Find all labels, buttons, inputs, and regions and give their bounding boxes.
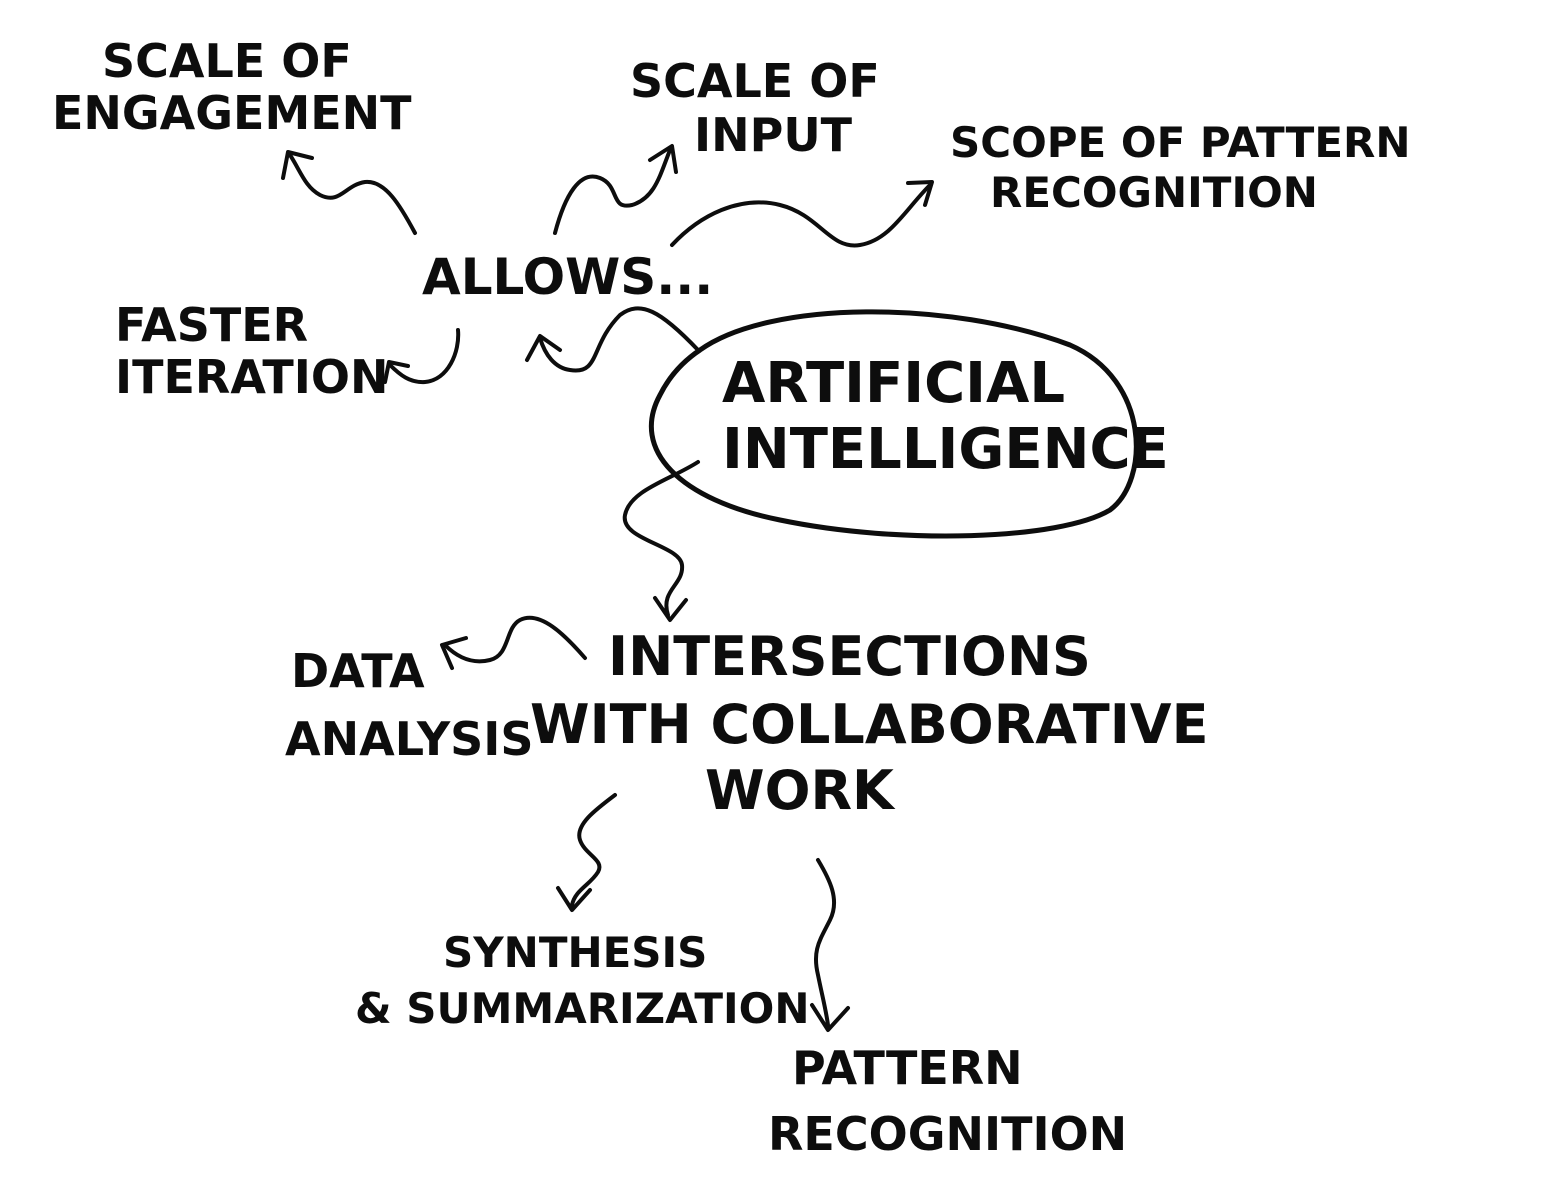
faster-iteration-line1: FASTER xyxy=(115,298,309,352)
intersections-line3: WORK xyxy=(705,759,894,822)
data-analysis-label: DATA ANALYSIS xyxy=(285,648,534,762)
scope-of-pattern-line1: SCOPE OF PATTERN xyxy=(950,118,1411,167)
pattern-recognition-line1: PATTERN xyxy=(792,1041,1023,1095)
arrow-intersections-to-synthesis xyxy=(570,793,617,907)
center-label-line2: INTELLIGENCE xyxy=(722,417,1169,482)
scope-of-pattern-line2: RECOGNITION xyxy=(990,168,1318,217)
pattern-recognition-line2: RECOGNITION xyxy=(768,1107,1128,1161)
arrowhead-ai-to-allows xyxy=(525,334,562,362)
arrow-ai-to-allows xyxy=(538,306,700,373)
scale-of-engagement-line1: SCALE OF xyxy=(102,34,352,88)
synthesis-line1: SYNTHESIS xyxy=(443,928,708,977)
scale-of-input-line2: INPUT xyxy=(694,108,853,162)
data-analysis-line1: DATA xyxy=(291,644,425,698)
allows-hub-text: ALLOWS... xyxy=(422,248,714,306)
arrow-intersections-to-pattern xyxy=(813,858,836,1027)
arrow-intersections-to-data xyxy=(443,615,587,664)
arrowhead-intersections-to-synthesis xyxy=(556,886,592,912)
arrowhead-allows-to-engagement xyxy=(281,150,314,180)
data-analysis-line2: ANALYSIS xyxy=(285,712,534,766)
scale-of-input-line1: SCALE OF xyxy=(630,54,880,108)
arrow-allows-to-engagement xyxy=(288,153,417,235)
arrow-ai-to-intersections xyxy=(622,460,700,617)
pattern-recognition-label: PATTERN RECOGNITION xyxy=(768,1045,1127,1157)
synthesis-line2: & SUMMARIZATION xyxy=(355,984,810,1033)
allows-hub-label: ALLOWS... xyxy=(422,252,713,302)
arrowhead-intersections-to-pattern xyxy=(810,1003,850,1032)
arrowhead-allows-to-scope xyxy=(906,180,934,207)
scale-of-engagement-line2: ENGAGEMENT xyxy=(52,86,412,140)
arrowhead-allows-to-input xyxy=(648,144,678,174)
faster-iteration-line2: ITERATION xyxy=(115,350,389,404)
center-label-line1: ARTIFICIAL xyxy=(722,351,1066,416)
arrow-allows-to-input xyxy=(553,148,672,235)
faster-iteration-label: FASTER ITERATION xyxy=(115,302,388,400)
arrowhead-allows-to-faster xyxy=(383,360,410,384)
arrowhead-intersections-to-data xyxy=(440,636,468,670)
arrow-allows-to-scope xyxy=(670,183,932,248)
synthesis-summarization-label: SYNTHESIS & SUMMARIZATION xyxy=(355,932,810,1030)
center-label: ARTIFICIAL INTELLIGENCE xyxy=(722,356,1169,478)
intersections-line2: WITH COLLABORATIVE xyxy=(530,693,1209,756)
intersections-hub-label: INTERSECTIONS WITH COLLABORATIVE WORK xyxy=(530,630,1208,818)
intersections-line1: INTERSECTIONS xyxy=(608,625,1091,688)
arrowhead-ai-to-intersections xyxy=(653,596,688,622)
scope-of-pattern-recognition-label: SCOPE OF PATTERN RECOGNITION xyxy=(950,122,1411,214)
scale-of-engagement-label: SCALE OF ENGAGEMENT xyxy=(52,38,412,136)
ai-ellipse xyxy=(648,309,1139,539)
arrow-allows-to-faster xyxy=(388,328,461,385)
scale-of-input-label: SCALE OF INPUT xyxy=(630,58,880,158)
